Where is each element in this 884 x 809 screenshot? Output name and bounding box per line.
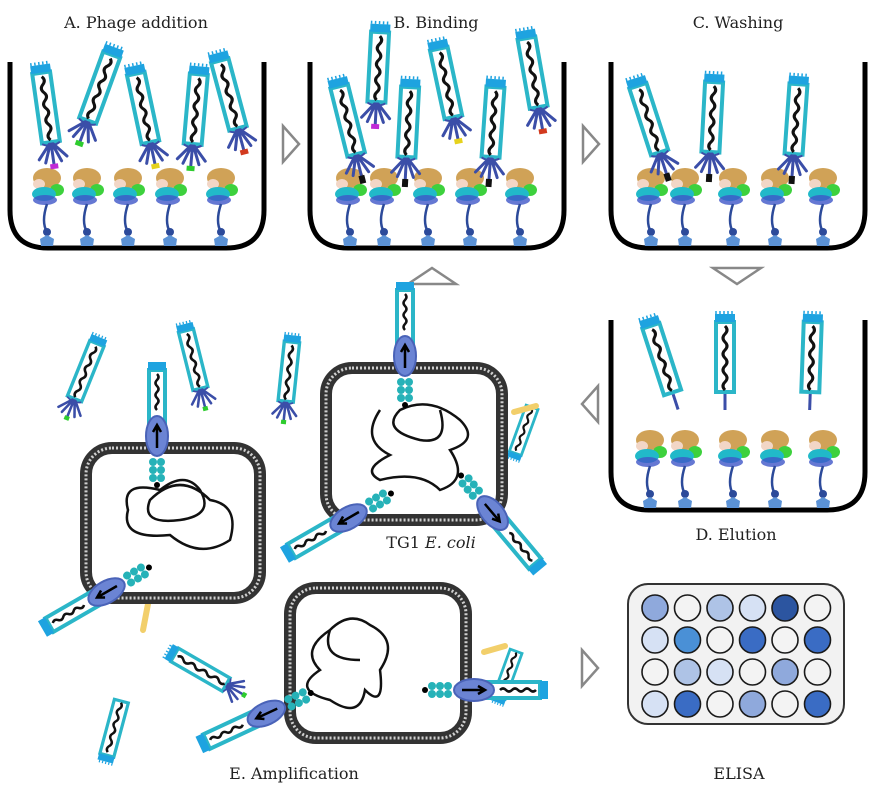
elisa-well-r3-c2 — [673, 658, 702, 686]
antigens-well-a — [30, 166, 240, 248]
elisa-well-r4-c1 — [641, 690, 669, 718]
arrow-e-to-b — [403, 266, 461, 286]
elisa-well-r1-c4 — [738, 594, 767, 622]
step-e-title: E. Amplification — [229, 764, 359, 783]
elisa-well-r3-c5 — [771, 658, 799, 686]
host-cell-strain: TG1 — [386, 533, 425, 552]
arrow-b-to-c — [581, 124, 601, 164]
elisa-title: ELISA — [713, 764, 765, 783]
step-a-title: A. Phage addition — [63, 13, 208, 32]
elisa-well-r1-c5 — [771, 594, 799, 622]
well-d — [608, 320, 868, 513]
phages-well-a — [27, 38, 259, 172]
elisa-well-r1-c1 — [641, 594, 669, 622]
elisa-well-r3-c1 — [641, 658, 669, 686]
arrow-a-to-b — [281, 124, 301, 164]
phages-well-d — [635, 311, 823, 411]
arrow-c-to-d — [708, 266, 766, 286]
elisa-well-r1-c6 — [803, 594, 832, 622]
phages-well-c — [622, 70, 812, 185]
bacterial-genome-2 — [370, 403, 470, 492]
elisa-well-r4-c4 — [738, 690, 767, 718]
phages-well-b — [324, 20, 558, 188]
pili — [140, 403, 539, 655]
step-d-title: D. Elution — [695, 525, 776, 544]
elisa-well-r2-c4 — [738, 626, 767, 654]
well-b — [307, 62, 567, 251]
host-cell-label: TG1 E. coli — [386, 533, 475, 552]
elisa-plate — [627, 583, 845, 725]
elisa-well-r2-c6 — [803, 626, 832, 654]
elisa-well-r3-c6 — [803, 658, 832, 686]
host-cell-3 — [192, 582, 550, 757]
elisa-well-r3-c4 — [738, 658, 767, 686]
elisa-well-r2-c1 — [641, 626, 669, 654]
elisa-well-r1-c3 — [706, 594, 734, 622]
free-phages — [55, 317, 541, 768]
step-b-title: B. Binding — [393, 13, 478, 32]
elisa-well-r1-c2 — [673, 594, 702, 622]
arrow-d-to-e — [580, 382, 600, 426]
host-cell-2 — [276, 280, 551, 579]
well-c — [608, 62, 868, 251]
elisa-well-r3-c3 — [706, 658, 734, 686]
step-c-title: C. Washing — [693, 13, 784, 32]
host-cell-1 — [34, 360, 266, 641]
elisa-well-r4-c3 — [706, 690, 734, 718]
well-a — [7, 62, 267, 251]
elisa-well-r4-c2 — [673, 690, 702, 718]
elisa-well-r4-c6 — [803, 690, 832, 718]
antigens-well-d — [633, 428, 842, 510]
elisa-well-r2-c5 — [771, 626, 799, 654]
bacterial-genome-3 — [306, 617, 390, 710]
host-cell-species: E. coli — [424, 533, 476, 552]
elisa-well-r2-c3 — [706, 626, 734, 654]
bacterial-genome-1 — [125, 478, 234, 551]
arrow-e-to-elisa — [580, 648, 600, 688]
elisa-well-r4-c5 — [771, 690, 799, 718]
elisa-wells — [641, 594, 832, 718]
elisa-well-r2-c2 — [673, 626, 702, 654]
